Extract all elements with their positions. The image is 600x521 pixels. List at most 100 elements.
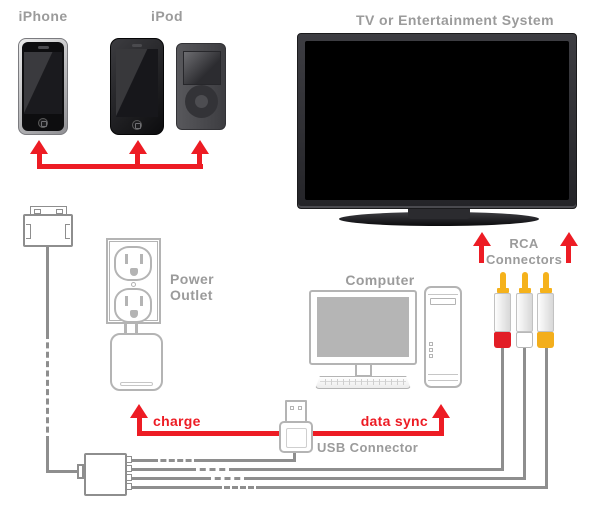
- arrow-stem: [197, 153, 202, 165]
- iphone-label: iPhone: [18, 8, 68, 24]
- arrow-stem: [135, 153, 140, 165]
- up-arrow-icon: [130, 404, 148, 418]
- adapter-bottom-detail: [120, 382, 153, 386]
- iphone-home-button-icon: [38, 118, 48, 128]
- cable-segment-dashed: [190, 468, 235, 471]
- rca-cable: [545, 348, 548, 489]
- keyboard-graphic: [315, 376, 411, 389]
- ipod-touch-speaker-icon: [132, 44, 142, 47]
- splitter-port: [126, 474, 132, 481]
- power-outlet-label-line1: Power: [170, 271, 215, 287]
- cable-segment: [132, 486, 216, 489]
- dock-cable-dashed: [46, 333, 49, 442]
- tower-port: [429, 348, 433, 352]
- rca-label-line1: RCA: [509, 236, 539, 251]
- up-arrow-icon: [129, 140, 147, 154]
- cable-segment-dashed: [216, 486, 262, 489]
- usb-power-adapter: [110, 333, 163, 391]
- rca-collar-yellow: [537, 332, 554, 348]
- splitter-port: [126, 465, 132, 472]
- outlet-socket-bottom: [114, 288, 152, 323]
- rca-cable: [501, 348, 504, 471]
- rca-plug-body: [516, 293, 533, 332]
- dock-latch: [65, 224, 70, 239]
- cable-segment: [132, 477, 205, 480]
- dock-cable: [46, 245, 49, 333]
- ipod-classic-center-button-icon: [195, 95, 208, 108]
- usb-connector-label: USB Connector: [317, 440, 419, 455]
- usb-cable: [293, 450, 296, 462]
- computer-label: Computer: [345, 272, 415, 288]
- splitter-port: [126, 456, 132, 463]
- socket-ground-hole: [130, 268, 138, 276]
- tower-bottom-seam: [428, 380, 458, 381]
- cable-segment: [250, 477, 526, 480]
- rca-plug-body: [494, 293, 511, 332]
- iphone-graphic: [18, 38, 68, 135]
- computer-tower-graphic: [424, 286, 462, 388]
- dock-cable: [46, 470, 79, 473]
- data-sync-label: data sync: [360, 413, 428, 429]
- tower-top-seam: [428, 294, 458, 295]
- arrow-stem: [566, 245, 571, 263]
- outlet-socket-top: [114, 246, 152, 281]
- splitter-port: [126, 483, 132, 490]
- dock-plug-detail: [56, 209, 63, 214]
- tv-graphic: [297, 33, 577, 209]
- rca-label-line2: Connectors: [486, 252, 563, 267]
- adapter-prong: [124, 322, 127, 335]
- usb-plug-metal: [285, 400, 307, 423]
- up-arrow-icon: [432, 404, 450, 418]
- iphone-speaker-icon: [38, 46, 49, 49]
- usb-connector-body: [279, 421, 313, 453]
- socket-slot: [125, 296, 128, 306]
- power-outlet-label-line2: Outlet: [170, 287, 213, 303]
- ipod-classic-graphic: [176, 43, 226, 130]
- arrow-stem: [439, 413, 444, 432]
- dock-cable: [46, 442, 49, 473]
- charge-label: charge: [153, 413, 201, 429]
- ipod-touch-graphic: [110, 38, 164, 135]
- usb-contact: [290, 406, 294, 410]
- up-arrow-icon: [473, 232, 491, 246]
- tower-drive-slot: [430, 298, 456, 305]
- socket-slot: [125, 254, 128, 264]
- power-outlet-label: Power Outlet: [170, 271, 214, 303]
- iphone-face: [22, 42, 64, 131]
- rca-plug-tip-base: [497, 288, 509, 293]
- ipod-label: iPod: [151, 8, 183, 24]
- iphone-screen: [24, 52, 62, 114]
- ipod-classic-clickwheel-icon: [185, 85, 218, 118]
- dock-plug-detail: [34, 209, 41, 214]
- rca-plug-tip-icon: [522, 272, 528, 289]
- rca-collar-red: [494, 332, 511, 348]
- rca-plug-tip-base: [540, 288, 552, 293]
- rca-plug-tip-base: [519, 288, 531, 293]
- outlet-screw-icon: [131, 282, 136, 287]
- up-arrow-icon: [191, 140, 209, 154]
- ipod-classic-screen: [183, 51, 221, 85]
- rca-connectors-label: RCA Connectors: [486, 236, 562, 268]
- dock-connector-body: [23, 214, 73, 247]
- cable-splitter-box: [84, 453, 127, 496]
- usb-contact: [298, 406, 302, 410]
- keyboard-keys: [320, 379, 406, 385]
- tv-stand-neck: [408, 208, 470, 219]
- cable-segment: [200, 459, 296, 462]
- arrow-stem: [479, 245, 484, 263]
- cable-segment: [262, 486, 548, 489]
- rca-plug-body: [537, 293, 554, 332]
- tower-bottom-seam: [428, 374, 458, 375]
- cable-segment: [132, 459, 152, 462]
- arrow-stem: [37, 153, 42, 165]
- devices-connector-line: [37, 164, 203, 169]
- tower-port: [429, 354, 433, 358]
- socket-slot: [140, 296, 143, 306]
- rca-collar-white: [516, 332, 533, 348]
- tv-label: TV or Entertainment System: [356, 12, 554, 28]
- rca-cable: [523, 348, 526, 480]
- socket-slot: [140, 254, 143, 264]
- splitter-input-plug: [77, 464, 84, 479]
- socket-ground-hole: [130, 310, 138, 318]
